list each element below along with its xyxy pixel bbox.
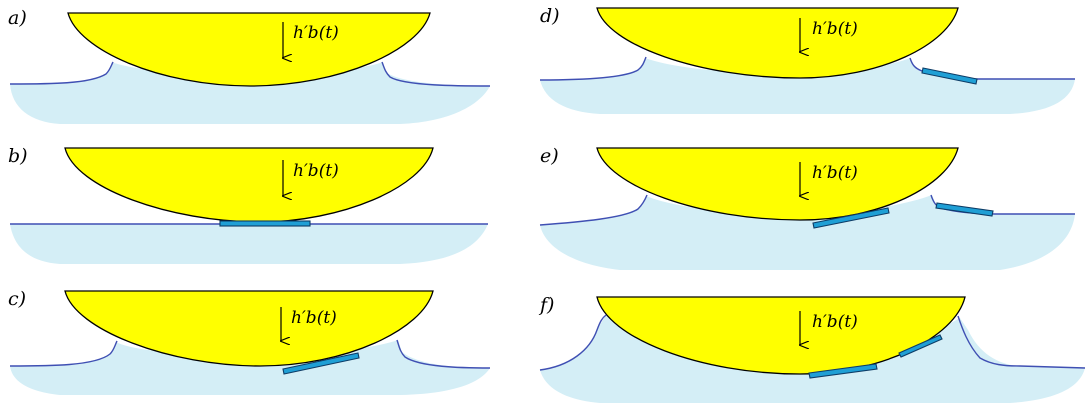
water-region <box>540 195 1075 270</box>
velocity-label: h′b(t) <box>812 19 858 39</box>
panel-e: h′b(t) e) <box>539 145 1075 270</box>
plate <box>921 67 978 85</box>
velocity-label: h′b(t) <box>293 161 339 181</box>
free-surface-left <box>9 61 114 85</box>
panel-label: d) <box>540 5 560 27</box>
velocity-label: h′b(t) <box>291 308 337 328</box>
free-surface-right <box>957 315 1086 369</box>
velocity-label: h′b(t) <box>812 163 858 183</box>
free-surface-left <box>9 340 118 367</box>
free-surface-left <box>539 56 647 81</box>
yellow-body <box>596 147 959 221</box>
panel-b: h′b(t) b) <box>8 145 488 264</box>
yellow-body <box>596 7 959 79</box>
plate <box>812 207 890 229</box>
panel-d: h′b(t) d) <box>539 5 1075 114</box>
plate <box>219 220 311 227</box>
plate <box>935 202 994 217</box>
plate <box>282 352 360 375</box>
water-region <box>10 224 488 264</box>
plate <box>808 363 878 379</box>
water-region <box>10 340 490 395</box>
panel-f: h′b(t) f) <box>538 294 1086 403</box>
yellow-body <box>596 296 966 375</box>
yellow-body <box>67 12 431 87</box>
free-surface-left <box>539 314 607 371</box>
panel-a: h′b(t) a) <box>8 7 491 124</box>
yellow-body <box>64 290 434 367</box>
panel-label: b) <box>8 145 28 167</box>
free-surface-right <box>396 339 491 369</box>
velocity-label: h′b(t) <box>293 23 339 43</box>
plate <box>898 334 943 358</box>
water-region <box>540 58 1075 114</box>
panel-label: a) <box>8 7 27 29</box>
free-surface-right <box>930 194 1075 215</box>
water-region <box>10 62 490 124</box>
panel-label: f) <box>538 294 554 316</box>
yellow-body <box>64 147 434 223</box>
free-surface-left <box>539 194 648 226</box>
velocity-label: h′b(t) <box>812 312 858 332</box>
free-surface-right <box>381 61 491 87</box>
panel-label: e) <box>540 145 559 167</box>
panel-c: h′b(t) c) <box>8 288 491 395</box>
panel-label: c) <box>8 288 26 310</box>
